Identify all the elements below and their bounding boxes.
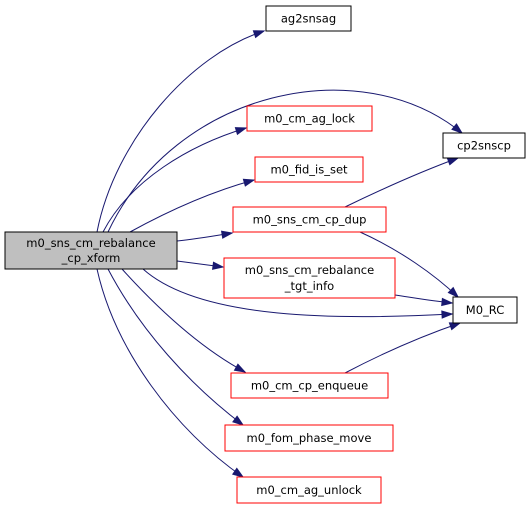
node-m0-sns-cm-rebalance-tgt-info-box xyxy=(223,257,396,299)
node-m0-cm-ag-unlock-label: m0_cm_ag_unlock xyxy=(256,483,362,497)
edge-m0-sns-cm-rebalance-tgt-info-to-m0-rc-arrowhead xyxy=(441,297,454,307)
edge-m0-cm-cp-enqueue-to-m0-rc xyxy=(344,322,461,374)
node-m0-cm-cp-enqueue[interactable]: m0_cm_cp_enqueue xyxy=(230,372,389,399)
edge-root-to-m0-cm-ag-lock-arrowhead xyxy=(234,127,248,136)
node-root-box xyxy=(4,231,178,270)
node-m0-cm-ag-unlock[interactable]: m0_cm_ag_unlock xyxy=(236,476,382,504)
node-m0-sns-cm-rebalance-tgt-info-label-line2: _tgt_info xyxy=(284,279,334,293)
node-m0-sns-cm-cp-dup-box xyxy=(232,206,387,233)
node-m0-sns-cm-cp-dup[interactable]: m0_sns_cm_cp_dup xyxy=(232,206,387,233)
node-m0-fid-is-set-label: m0_fid_is_set xyxy=(270,163,348,177)
edge-root-to-m0-fid-is-set-arrowhead xyxy=(242,178,256,187)
node-m0-rc-label: M0_RC xyxy=(466,303,504,317)
edge-root-to-m0-cm-ag-unlock-arrowhead xyxy=(231,467,245,478)
edge-root-to-m0-cm-ag-lock xyxy=(102,127,247,233)
node-m0-sns-cm-rebalance-tgt-info-label-line1: m0_sns_cm_rebalance xyxy=(245,263,374,277)
edge-root-to-m0-cm-cp-enqueue xyxy=(121,268,246,373)
node-m0-fid-is-set-box xyxy=(254,156,364,183)
edge-root-to-m0-rc xyxy=(142,268,453,318)
node-m0-sns-cm-rebalance-tgt-info[interactable]: m0_sns_cm_rebalance _tgt_info xyxy=(223,257,396,299)
node-m0-cm-ag-lock-label: m0_cm_ag_lock xyxy=(264,112,355,126)
edge-m0-sns-cm-cp-dup-to-m0-rc-arrowhead xyxy=(447,286,460,299)
node-m0-fom-phase-move-label: m0_fom_phase_move xyxy=(247,431,372,445)
edge-root-to-ag2snsag xyxy=(96,30,265,233)
node-cp2snscp-box xyxy=(442,132,526,159)
edge-root-to-m0-fom-phase-move xyxy=(107,268,244,426)
edge-root-to-cp2snscp xyxy=(107,89,463,233)
edge-root-to-m0-fid-is-set xyxy=(129,179,255,233)
node-ag2snsag[interactable]: ag2snsag xyxy=(265,5,352,32)
node-m0-rc[interactable]: M0_RC xyxy=(452,296,518,324)
node-m0-rc-box xyxy=(452,296,518,324)
edge-root-to-m0-cm-cp-enqueue-arrowhead xyxy=(233,363,247,373)
edge-m0-sns-cm-cp-dup-to-cp2snscp-arrowhead xyxy=(446,157,460,166)
node-m0-sns-cm-cp-dup-label: m0_sns_cm_cp_dup xyxy=(253,213,367,227)
node-ag2snsag-box xyxy=(265,5,352,32)
node-m0-cm-cp-enqueue-label: m0_cm_cp_enqueue xyxy=(251,379,368,393)
edge-root-to-m0-rc-arrowhead xyxy=(441,310,454,319)
node-root-label-line2: _cp_xform xyxy=(61,251,121,265)
edge-root-to-cp2snscp-arrowhead xyxy=(451,123,464,134)
node-root-label-line1: m0_sns_cm_rebalance xyxy=(26,236,155,250)
node-m0-cm-ag-unlock-box xyxy=(236,476,382,504)
edge-root-to-m0-sns-cm-rebalance-tgt-info-arrowhead xyxy=(212,261,225,270)
node-m0-fom-phase-move-box xyxy=(224,424,394,452)
edge-m0-cm-cp-enqueue-to-m0-rc-arrowhead xyxy=(448,322,462,331)
node-m0-fom-phase-move[interactable]: m0_fom_phase_move xyxy=(224,424,394,452)
node-ag2snsag-label: ag2snsag xyxy=(281,12,336,26)
node-m0-cm-ag-lock-box xyxy=(246,105,373,132)
node-m0-cm-ag-lock[interactable]: m0_cm_ag_lock xyxy=(246,105,373,132)
call-edges xyxy=(96,30,464,478)
edge-m0-sns-cm-cp-dup-to-m0-rc xyxy=(359,231,459,298)
node-cp2snscp[interactable]: cp2snscp xyxy=(442,132,526,159)
node-m0-cm-cp-enqueue-box xyxy=(230,372,389,399)
edge-root-to-m0-cm-ag-unlock xyxy=(96,268,244,478)
node-cp2snscp-label: cp2snscp xyxy=(457,139,511,153)
node-root[interactable]: m0_sns_cm_rebalance _cp_xform xyxy=(4,231,178,270)
node-m0-fid-is-set[interactable]: m0_fid_is_set xyxy=(254,156,364,183)
edge-m0-sns-cm-cp-dup-to-cp2snscp xyxy=(344,157,459,208)
edge-root-to-m0-sns-cm-cp-dup-arrowhead xyxy=(220,230,234,239)
edge-root-to-m0-fom-phase-move-arrowhead xyxy=(232,415,245,426)
edge-root-to-ag2snsag-arrowhead xyxy=(252,30,266,39)
